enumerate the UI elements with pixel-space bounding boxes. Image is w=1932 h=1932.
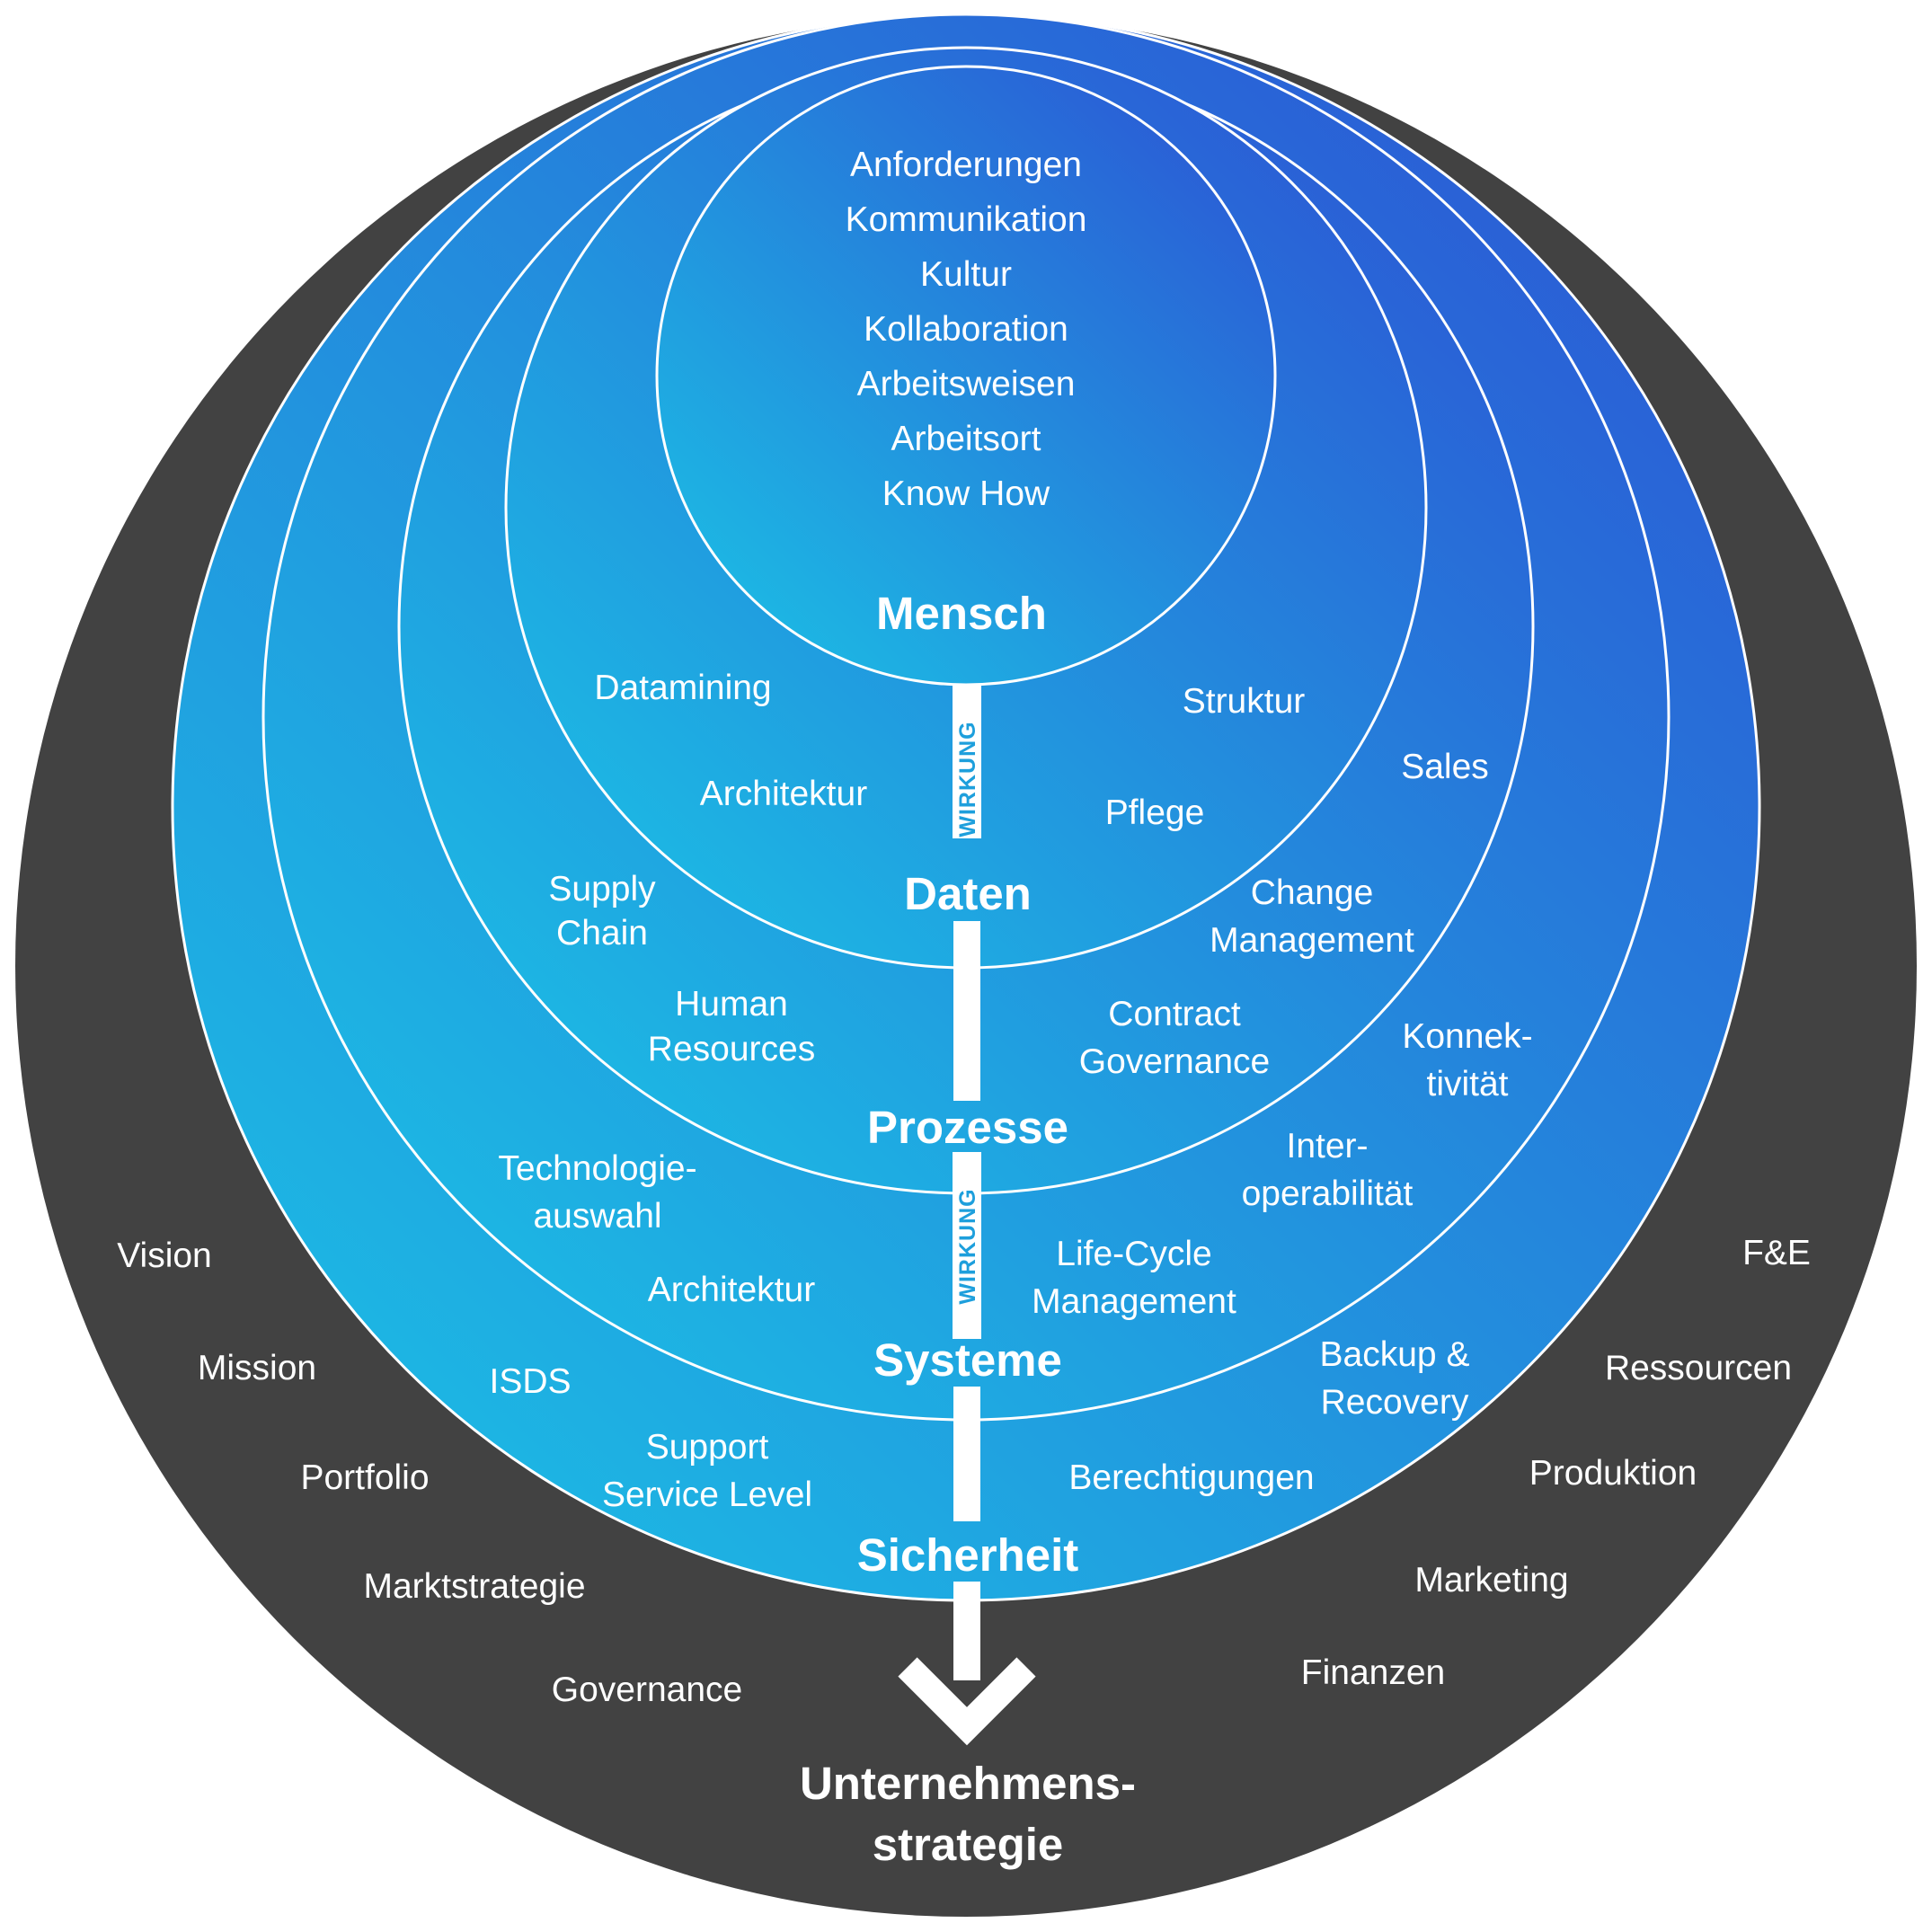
- systeme-item: Management: [1032, 1282, 1236, 1321]
- strategy-item: Marketing: [1414, 1561, 1568, 1600]
- layer-title-prozesse: Prozesse: [867, 1102, 1068, 1153]
- daten-item: Struktur: [1183, 682, 1306, 721]
- prozesse-item: Supply: [548, 870, 656, 908]
- systeme-item: tivität: [1426, 1065, 1508, 1103]
- mensch-item: Kollaboration: [864, 310, 1068, 349]
- impact-bar-4: [953, 1387, 980, 1521]
- strategy-item: F&E: [1742, 1234, 1811, 1272]
- strategy-item: Governance: [552, 1671, 742, 1709]
- sicherheit-item: Recovery: [1321, 1383, 1469, 1422]
- systeme-item: operabilität: [1242, 1174, 1414, 1213]
- systeme-item: Konnek-: [1402, 1017, 1532, 1056]
- impact-bar-2: [953, 921, 980, 1101]
- sicherheit-item: Support: [646, 1428, 769, 1467]
- mensch-item: Kommunikation: [846, 200, 1087, 239]
- systeme-item: Architektur: [648, 1271, 815, 1309]
- mensch-item: Kultur: [920, 255, 1012, 294]
- strategy-item: Ressourcen: [1605, 1349, 1792, 1387]
- strategy-item: Portfolio: [300, 1458, 429, 1497]
- prozesse-item: Human: [675, 985, 788, 1024]
- strategy-right-items: F&E Ressourcen Produktion Marketing Fina…: [1301, 1234, 1811, 1692]
- strategy-item: Finanzen: [1301, 1653, 1445, 1692]
- prozesse-item: Contract: [1108, 995, 1241, 1033]
- prozesse-item: Chain: [556, 914, 648, 953]
- wirkung-label-2: WIRKUNG: [955, 1188, 980, 1304]
- sicherheit-item: Service Level: [602, 1476, 812, 1514]
- systeme-item: Technologie-: [498, 1149, 696, 1188]
- daten-item: Pflege: [1105, 793, 1205, 832]
- mensch-item: Arbeitsweisen: [857, 365, 1076, 403]
- wirkung-label-1: WIRKUNG: [955, 721, 980, 837]
- wirkung-bar-2: [953, 1152, 981, 1339]
- prozesse-item: Management: [1210, 921, 1414, 960]
- prozesse-item: Governance: [1079, 1042, 1270, 1081]
- layer-daten: Datamining Architektur Struktur Pflege D…: [594, 669, 1305, 919]
- strategy-item: Mission: [198, 1349, 316, 1387]
- layer-title-mensch: Mensch: [876, 588, 1047, 639]
- systeme-item: Inter-: [1286, 1127, 1368, 1165]
- sicherheit-item: Berechtigungen: [1068, 1458, 1314, 1497]
- impact-bar-5: [953, 1582, 980, 1680]
- prozesse-item: Resources: [648, 1030, 815, 1068]
- systeme-item: Life-Cycle: [1056, 1235, 1211, 1273]
- strategy-item: Marktstrategie: [363, 1567, 585, 1606]
- mensch-item: Know How: [882, 474, 1050, 513]
- strategy-item: Vision: [117, 1236, 212, 1275]
- layer-title-sicherheit: Sicherheit: [857, 1529, 1079, 1581]
- sicherheit-item: Backup &: [1320, 1335, 1470, 1374]
- layer-systeme: Technologie- auswahl Architektur Konnek-…: [498, 1017, 1532, 1386]
- layer-sicherheit: ISDS Support Service Level Backup & Reco…: [489, 1335, 1469, 1581]
- prozesse-item: Sales: [1401, 748, 1489, 786]
- prozesse-item: Change: [1251, 873, 1374, 912]
- layer-title-daten: Daten: [904, 868, 1032, 919]
- systeme-item: auswahl: [533, 1197, 661, 1236]
- layer-title-systeme: Systeme: [873, 1334, 1062, 1386]
- strategy-title-line1: Unternehmens-: [800, 1758, 1136, 1809]
- down-arrow-icon: [898, 1657, 1036, 1746]
- sicherheit-item: ISDS: [489, 1362, 571, 1401]
- mensch-item: Arbeitsort: [891, 420, 1041, 458]
- strategy-left-items: Vision Mission Portfolio Marktstrategie …: [117, 1236, 742, 1709]
- ring-mensch: [655, 65, 1277, 687]
- layer-mensch: Anforderungen Kommunikation Kultur Kolla…: [846, 146, 1087, 639]
- daten-item: Datamining: [594, 669, 771, 707]
- wirkung-bar-1: [953, 686, 981, 838]
- daten-item: Architektur: [700, 775, 867, 813]
- layer-prozesse: Supply Chain Human Resources Sales Chang…: [548, 748, 1488, 1153]
- strategy-title-line2: strategie: [873, 1819, 1064, 1870]
- strategy-item: Produktion: [1529, 1454, 1697, 1493]
- mensch-item: Anforderungen: [850, 146, 1082, 184]
